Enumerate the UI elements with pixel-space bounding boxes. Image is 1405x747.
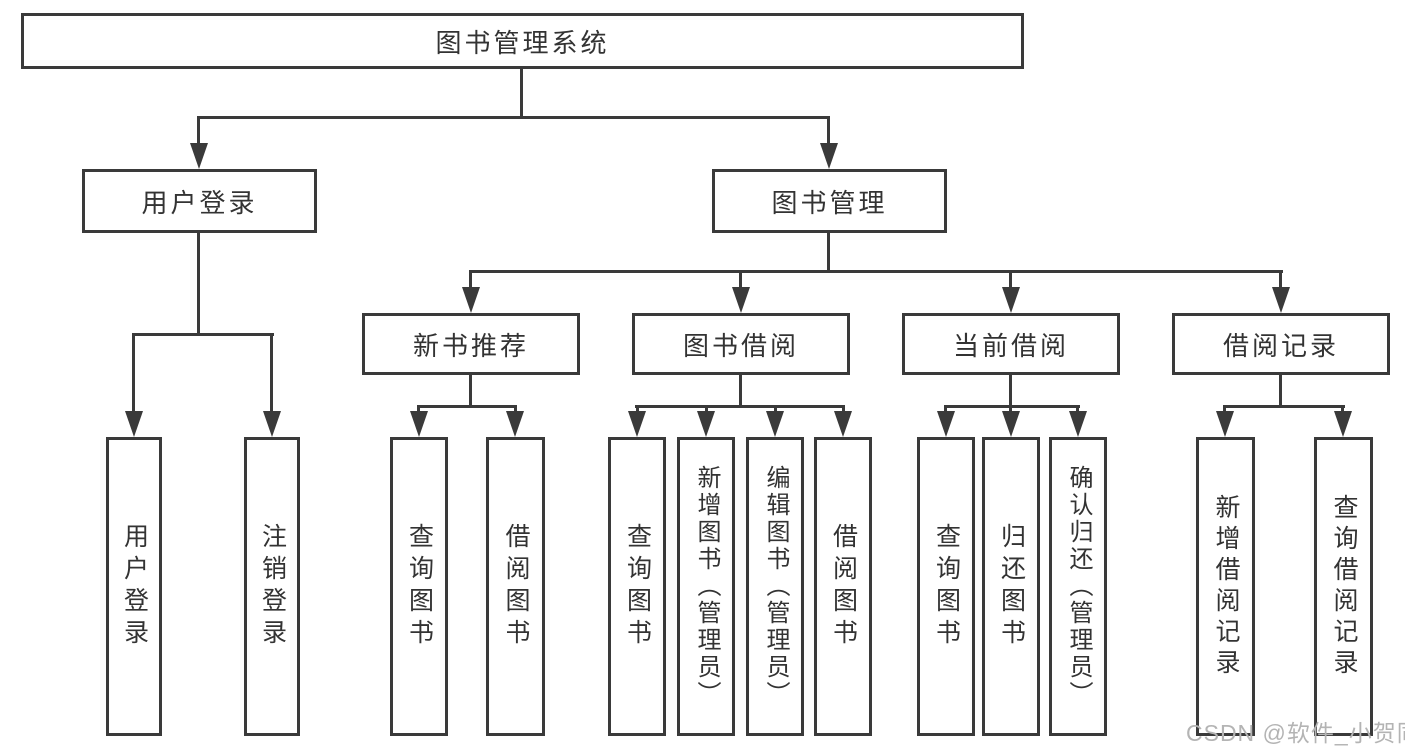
connector-g3-drop1	[944, 405, 947, 415]
arrowhead-icon	[834, 411, 852, 437]
connector-g2-stub	[739, 375, 742, 408]
connector-g2-bar	[635, 405, 845, 408]
leaf-query-books-current: 查询图书	[917, 437, 975, 736]
connector-book-mgmt-stub	[827, 233, 830, 273]
arrowhead-icon	[766, 411, 784, 437]
leaf-query-books-recommend: 查询图书	[390, 437, 448, 736]
arrowhead-icon	[506, 411, 524, 437]
connector-g3-drop3	[1076, 405, 1079, 415]
leaf-confirm-return-admin: 确认归还（管理员）	[1049, 437, 1107, 736]
arrowhead-icon	[263, 411, 281, 437]
leaf-return-book: 归还图书	[982, 437, 1040, 736]
leaf-borrow-books: 借阅图书	[814, 437, 872, 736]
node-borrow-records: 借阅记录	[1172, 313, 1390, 375]
connector-drop-borrow-records	[1279, 270, 1282, 290]
arrowhead-icon	[820, 143, 838, 169]
node-library-system: 图书管理系统	[21, 13, 1024, 69]
arrowhead-icon	[125, 411, 143, 437]
connector-g4-drop1	[1223, 405, 1226, 415]
connector-user-login-stub	[197, 233, 200, 336]
connector-g3-drop2	[1009, 405, 1012, 415]
connector-g1-bar	[417, 405, 517, 408]
connector-g2-drop3	[774, 405, 777, 415]
arrowhead-icon	[1002, 411, 1020, 437]
connector-user-login-bar	[132, 333, 274, 336]
arrowhead-icon	[190, 143, 208, 169]
arrowhead-icon	[410, 411, 428, 437]
leaf-query-books-borrowing: 查询图书	[608, 437, 666, 736]
connector-drop-new-book	[469, 270, 472, 290]
connector-drop-leaf-logout	[270, 333, 273, 413]
arrowhead-icon	[1002, 287, 1020, 313]
connector-g4-bar	[1223, 405, 1345, 408]
leaf-query-borrow-record: 查询借阅记录	[1314, 437, 1373, 736]
leaf-add-borrow-record: 新增借阅记录	[1196, 437, 1255, 736]
leaf-edit-book-admin: 编辑图书（管理员）	[746, 437, 804, 736]
leaf-user-login: 用户登录	[106, 437, 162, 736]
connector-drop-book-borrow	[739, 270, 742, 290]
connector-drop-book-management	[827, 116, 830, 145]
arrowhead-icon	[1334, 411, 1352, 437]
csdn-watermark: CSDN @软件_小贺同学	[1186, 720, 1405, 746]
arrowhead-icon	[732, 287, 750, 313]
arrowhead-icon	[937, 411, 955, 437]
arrowhead-icon	[1216, 411, 1234, 437]
connector-g2-drop2	[705, 405, 708, 415]
connector-g2-drop4	[842, 405, 845, 415]
arrowhead-icon	[697, 411, 715, 437]
connector-g2-drop1	[636, 405, 639, 415]
connector-g3-stub	[1009, 375, 1012, 408]
connector-g1-stub	[469, 375, 472, 408]
connector-drop-user-login	[197, 116, 200, 145]
connector-book-mgmt-bar	[469, 270, 1283, 273]
connector-drop-current-borrow	[1009, 270, 1012, 290]
connector-root-stub	[520, 69, 523, 118]
connector-g3-bar	[944, 405, 1080, 408]
arrowhead-icon	[1272, 287, 1290, 313]
leaf-add-book-admin: 新增图书（管理员）	[677, 437, 735, 736]
connector-root-bar	[197, 116, 830, 119]
node-user-login: 用户登录	[82, 169, 317, 233]
connector-g1-drop1	[417, 405, 420, 415]
arrowhead-icon	[1069, 411, 1087, 437]
node-book-management: 图书管理	[712, 169, 947, 233]
connector-g4-stub	[1279, 375, 1282, 408]
arrowhead-icon	[628, 411, 646, 437]
node-current-borrowing: 当前借阅	[902, 313, 1120, 375]
leaf-borrow-books-recommend: 借阅图书	[486, 437, 545, 736]
connector-drop-leaf-user-login	[132, 333, 135, 413]
node-book-borrowing: 图书借阅	[632, 313, 850, 375]
connector-g4-drop2	[1341, 405, 1344, 415]
leaf-logout: 注销登录	[244, 437, 300, 736]
arrowhead-icon	[462, 287, 480, 313]
node-new-book-recommend: 新书推荐	[362, 313, 580, 375]
connector-g1-drop2	[514, 405, 517, 415]
